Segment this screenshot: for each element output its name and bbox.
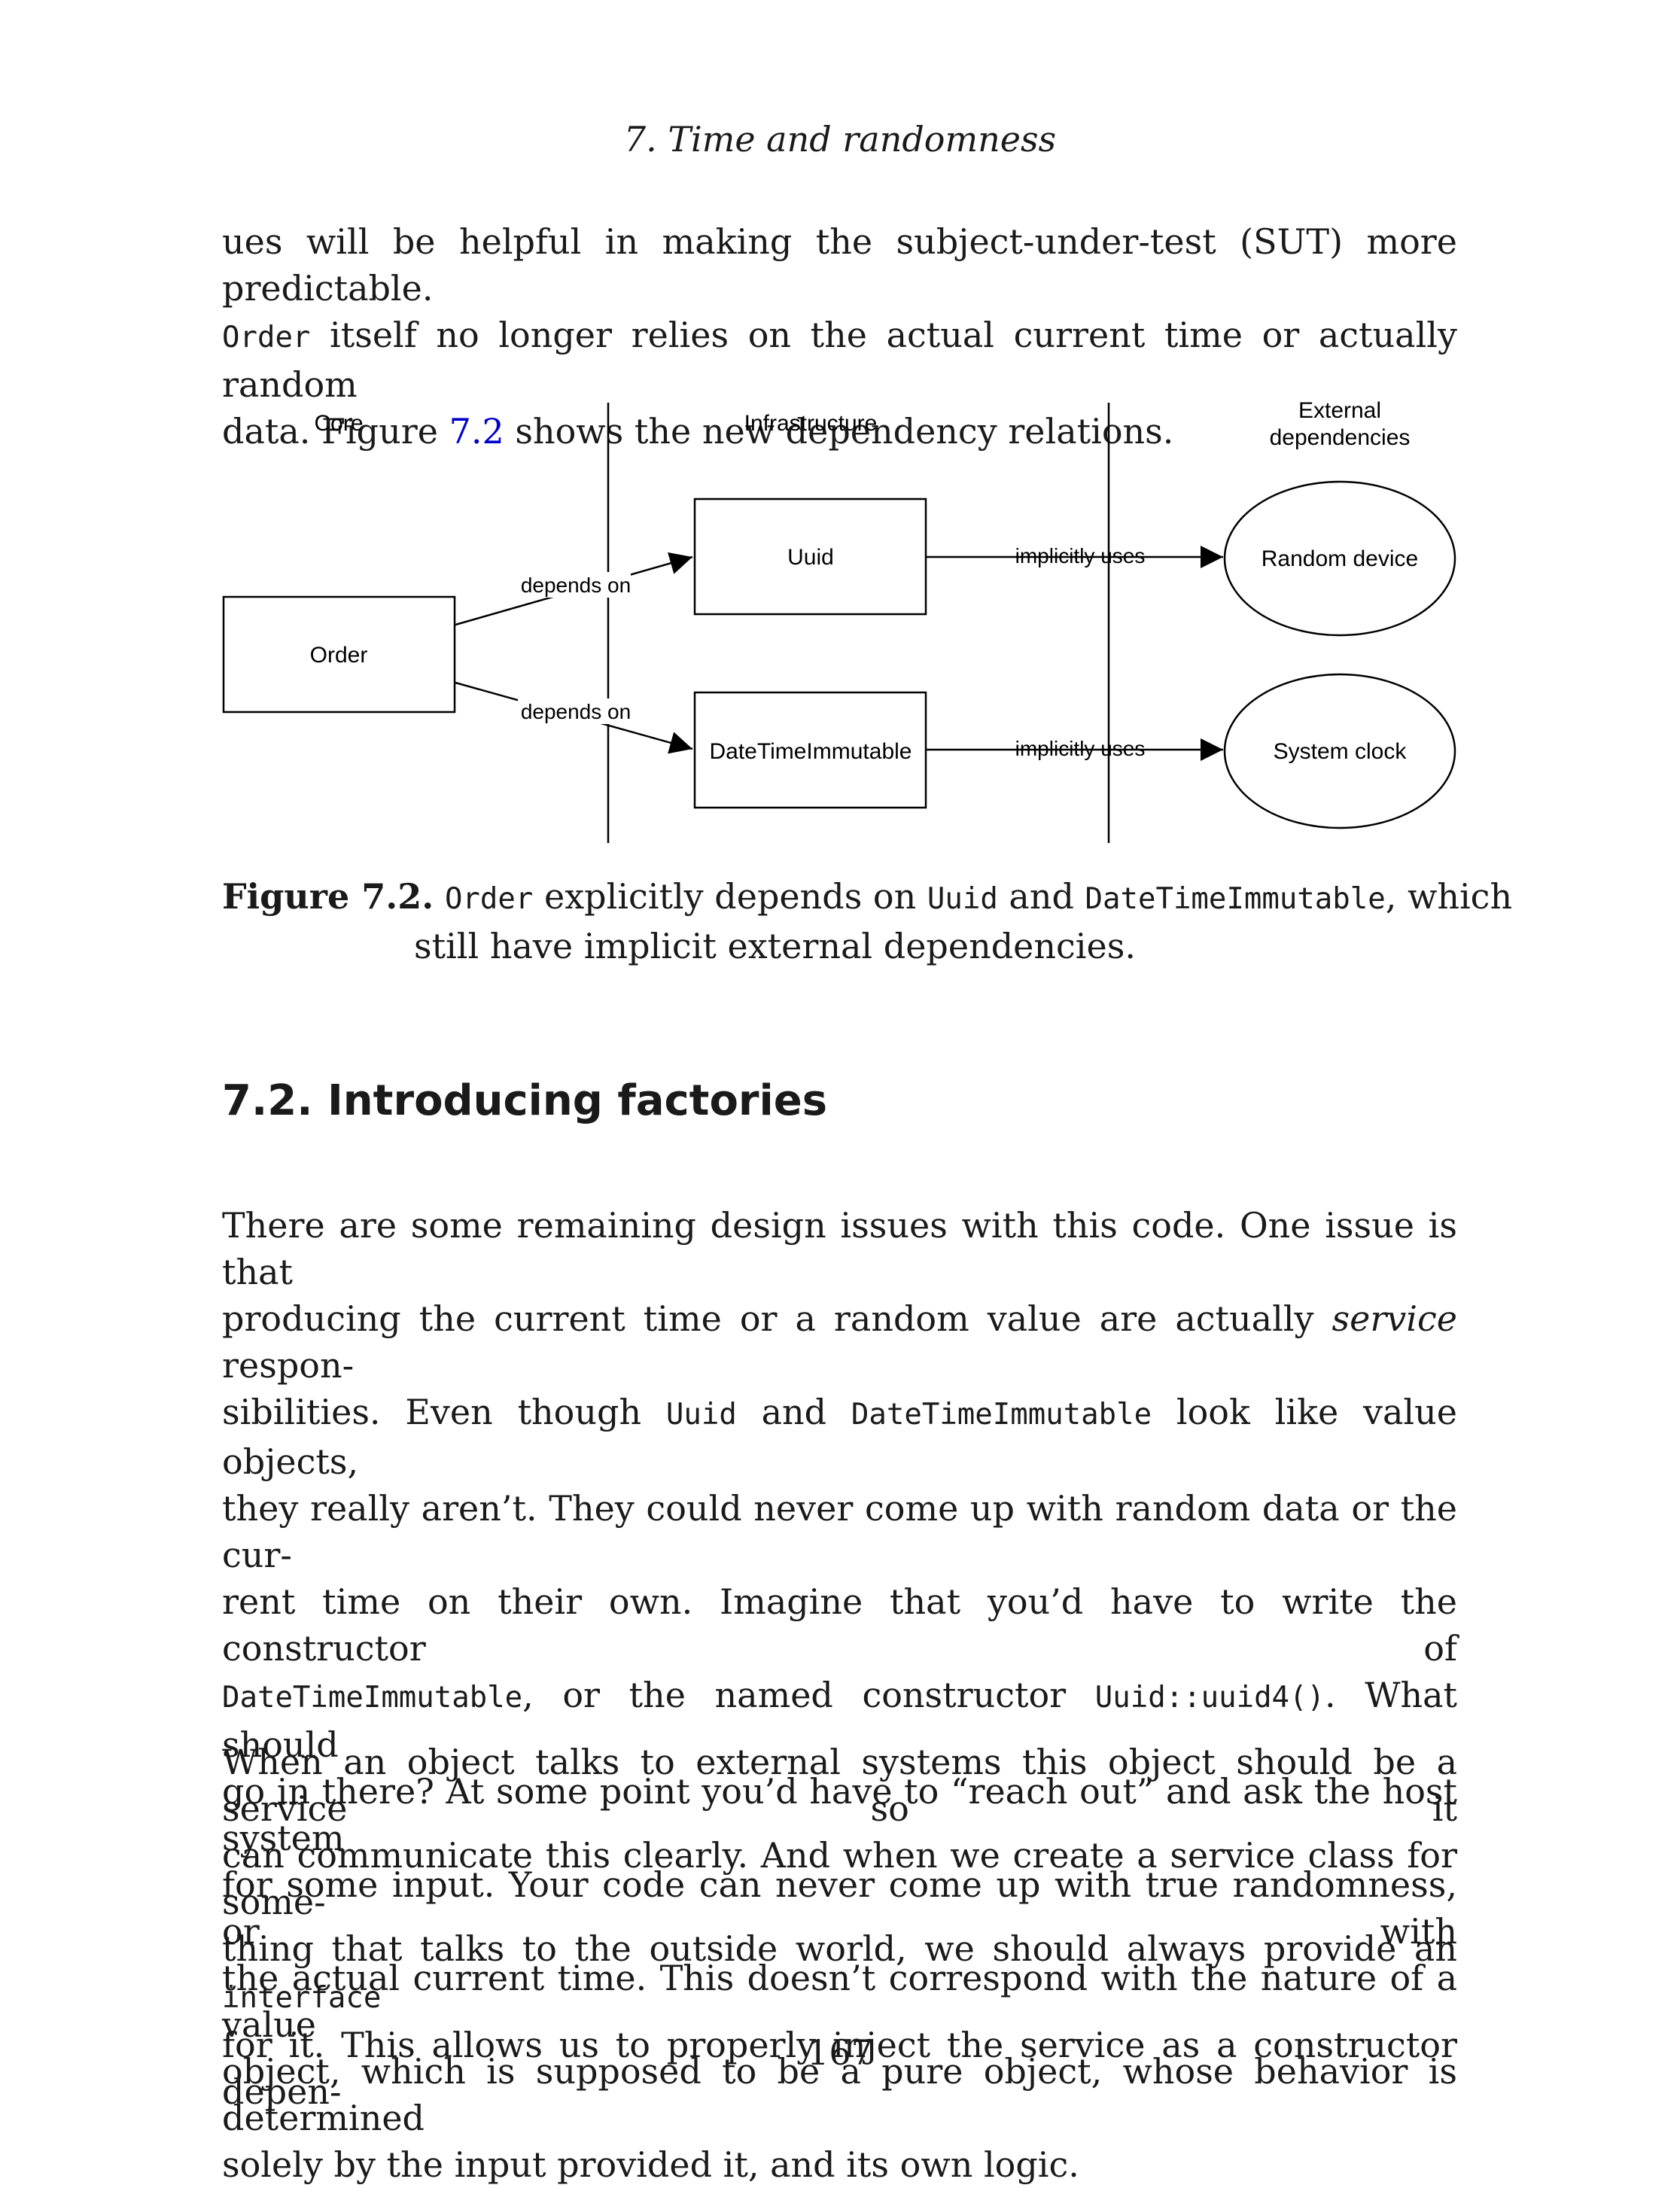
section-heading: 7.2. Introducing factories bbox=[222, 1076, 828, 1125]
code-datetime: DateTimeImmutable bbox=[222, 1681, 523, 1715]
edge-label-depends-2: depends on bbox=[521, 700, 631, 723]
col-infra-label: Infrastructure bbox=[744, 411, 878, 436]
uuid-label: Uuid bbox=[787, 545, 834, 570]
datetime-box bbox=[693, 691, 927, 809]
emphasis: service bbox=[1332, 1298, 1457, 1339]
page-number: 167 bbox=[807, 2032, 873, 2073]
body-text: . What should bbox=[222, 1675, 1458, 1765]
body-line: producing the current time or a random v… bbox=[222, 1295, 1457, 1389]
uuid-box bbox=[693, 498, 927, 616]
caption-text: explicitly depends on bbox=[533, 876, 927, 917]
body-text: sibilities. Even though bbox=[222, 1392, 666, 1432]
caption-line-1: Figure 7.2. Order explicitly depends on … bbox=[222, 873, 1512, 923]
col-ext-label-1: External bbox=[1298, 398, 1381, 423]
code-datetime: DateTimeImmutable bbox=[1085, 882, 1386, 916]
body-line: object, which is supposed to be a pure o… bbox=[222, 2051, 1457, 2138]
body-line: There are some remaining design issues w… bbox=[222, 1205, 1457, 1292]
order-box bbox=[222, 595, 456, 714]
figure-link[interactable]: 7.2 bbox=[449, 411, 504, 452]
body-text: respon- bbox=[222, 1345, 355, 1386]
code-uuid4: Uuid::uuid4() bbox=[1094, 1681, 1325, 1715]
dependency-diagram: Core Infrastructure External dependencie… bbox=[222, 398, 1456, 843]
order-label: Order bbox=[310, 643, 368, 668]
body-line: go in there? At some point you’d have to… bbox=[222, 1771, 1457, 1858]
intro-text: data. Figure bbox=[222, 411, 449, 452]
body-line: DateTimeImmutable, or the named construc… bbox=[222, 1672, 1457, 1768]
system-clock-ellipse bbox=[1223, 673, 1456, 829]
body-paragraph-1: There are some remaining design issues w… bbox=[222, 1202, 1457, 2188]
code-order: Order bbox=[444, 882, 534, 916]
code-interface: interface bbox=[222, 1981, 382, 2015]
intro-text: itself no longer relies on the actual cu… bbox=[222, 315, 1457, 405]
body-line: solely by the input provided it, and its… bbox=[222, 2144, 1079, 2185]
edge-label-bg bbox=[518, 572, 631, 598]
intro-paragraph: ues will be helpful in making the subjec… bbox=[222, 218, 1457, 455]
body-line: for some input. Your code can never come… bbox=[222, 1864, 1457, 1952]
intro-line: ues will be helpful in making the subjec… bbox=[222, 221, 1457, 309]
code-uuid: Uuid bbox=[927, 882, 998, 916]
body-line: thing that talks to the outside world, w… bbox=[222, 1925, 1457, 2022]
body-line: they really aren’t. They could never com… bbox=[222, 1488, 1457, 1575]
random-device-ellipse bbox=[1223, 480, 1456, 637]
col-ext-label-2: dependencies bbox=[1270, 425, 1411, 450]
edge-label-bg bbox=[518, 698, 631, 724]
body-line: can communicate this clearly. And when w… bbox=[222, 1835, 1457, 1922]
body-text: thing that talks to the outside world, w… bbox=[222, 1928, 1457, 1969]
body-paragraph-2: When an object talks to external systems… bbox=[222, 1739, 1457, 2115]
edge-label-implicit-2: implicitly uses bbox=[1015, 737, 1146, 760]
body-line: sibilities. Even though Uuid and DateTim… bbox=[222, 1389, 1457, 1485]
caption-line-2: still have implicit external dependencie… bbox=[414, 926, 1136, 966]
body-text: producing the current time or a random v… bbox=[222, 1298, 1332, 1339]
caption-text: and bbox=[997, 876, 1085, 917]
code-datetime: DateTimeImmutable bbox=[851, 1398, 1152, 1432]
body-text: and bbox=[736, 1392, 851, 1432]
edge-label-implicit-1: implicitly uses bbox=[1015, 544, 1146, 568]
system-clock-label: System clock bbox=[1274, 739, 1408, 764]
intro-text: shows the new dependency relations. bbox=[504, 411, 1174, 452]
code-uuid: Uuid bbox=[665, 1398, 737, 1432]
caption-label: Figure 7.2. bbox=[222, 876, 434, 917]
body-text: , or the named constructor bbox=[522, 1675, 1095, 1715]
random-device-label: Random device bbox=[1262, 546, 1418, 571]
col-core-label: Core bbox=[314, 411, 363, 436]
body-line: When an object talks to external systems… bbox=[222, 1742, 1457, 1829]
intro-line: data. Figure 7.2 shows the new dependenc… bbox=[222, 408, 1457, 455]
body-line: for it. This allows us to properly injec… bbox=[222, 2025, 1457, 2112]
body-line: the actual current time. This doesn’t co… bbox=[222, 1958, 1457, 2045]
code-order: Order bbox=[222, 321, 311, 355]
running-header: 7. Time and randomness bbox=[623, 119, 1057, 160]
intro-line: Order itself no longer relies on the act… bbox=[222, 312, 1457, 408]
figure-caption: Figure 7.2. Order explicitly depends on … bbox=[222, 873, 1512, 969]
caption-text: , which bbox=[1385, 876, 1513, 917]
edge-label-depends-1: depends on bbox=[521, 574, 631, 597]
datetime-label: DateTimeImmutable bbox=[710, 739, 912, 764]
body-line: rent time on their own. Imagine that you… bbox=[222, 1581, 1457, 1669]
body-text: look like value objects, bbox=[222, 1392, 1457, 1482]
